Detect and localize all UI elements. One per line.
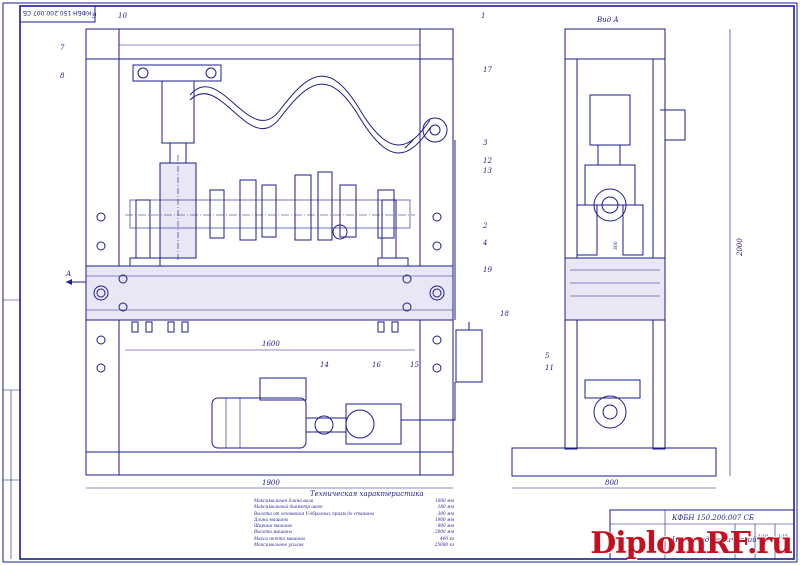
svg-text:5: 5 xyxy=(545,352,550,360)
svg-text:3: 3 xyxy=(483,139,488,147)
tech-row-value: 180 мм xyxy=(437,504,454,510)
svg-text:17: 17 xyxy=(483,66,492,74)
tech-row-label: Высота машины xyxy=(254,529,292,535)
svg-text:19: 19 xyxy=(483,266,492,274)
tech-specs: Техническая характеристика xyxy=(310,490,424,498)
svg-text:1: 1 xyxy=(481,12,485,20)
hydraulic-hose xyxy=(189,75,431,146)
side-motor xyxy=(593,395,627,429)
tech-row: Высота от основания V-образных призм до … xyxy=(254,511,454,517)
tech-row-value: 800 мм xyxy=(437,523,454,529)
callouts-front: 9 10 7 8 1 17 3 12 13 2 4 19 18 14 16 15 xyxy=(60,12,509,369)
svg-text:1900: 1900 xyxy=(262,479,280,487)
base-beam xyxy=(85,451,454,476)
tech-row-label: Максимальный диаметр шеек xyxy=(254,504,323,510)
binding-strip xyxy=(3,299,20,559)
v-prism-left xyxy=(135,199,151,259)
svg-text:7: 7 xyxy=(60,44,65,52)
section-arrow-label: А xyxy=(65,270,71,278)
tech-row-label: Длина машины xyxy=(254,516,289,522)
tech-row-value: 25000 кг xyxy=(434,542,454,548)
tech-row-value: 1900 мм xyxy=(435,516,454,522)
svg-text:11: 11 xyxy=(545,364,554,372)
svg-text:13: 13 xyxy=(483,167,492,175)
tech-row-label: Масса нетто машины xyxy=(254,535,306,541)
svg-text:1600: 1600 xyxy=(262,340,280,348)
svg-text:18: 18 xyxy=(500,310,509,318)
svg-text:1:10: 1:10 xyxy=(758,534,768,540)
tech-row-label: Максимальное усилие xyxy=(254,542,304,548)
crankshaft xyxy=(125,171,415,241)
side-traverse xyxy=(564,257,666,321)
designation-mirrored: КФБН 150.200.007 СБ xyxy=(23,9,91,16)
tech-row: Длина машины 1900 мм xyxy=(254,517,454,523)
tech-row-label: Высота от основания V-образных призм до … xyxy=(254,510,375,516)
tech-row-value: 300 мм xyxy=(437,510,454,516)
drawing-frame xyxy=(19,5,795,560)
front-view: А 1900 1600 xyxy=(65,28,483,489)
watermark: DiplomRF.ru xyxy=(590,526,793,561)
tech-row-value: 2000 мм xyxy=(435,529,454,535)
side-cylinder xyxy=(589,94,631,146)
tech-row: Высота машины 2000 мм xyxy=(254,529,454,535)
svg-text:2: 2 xyxy=(482,222,488,230)
svg-text:4: 4 xyxy=(482,239,487,247)
tech-row-label: Ширина машины xyxy=(254,523,293,529)
svg-text:1:15: 1:15 xyxy=(778,534,788,540)
svg-text:12: 12 xyxy=(483,157,492,165)
svg-text:14: 14 xyxy=(320,361,329,369)
svg-text:16: 16 xyxy=(372,361,381,369)
cylinder-cap xyxy=(132,64,222,82)
title-block: КФБН 150.200.007 СБ Пресс гидравлический… xyxy=(609,509,795,560)
side-view: Вид А 800 2000 300 5 11 xyxy=(511,16,744,489)
tech-row-value: 1600 мм xyxy=(435,498,454,503)
top-beam xyxy=(85,28,454,60)
distributor-valve xyxy=(422,117,448,143)
tech-row: Максимальный диаметр шеек 180 мм xyxy=(254,504,454,510)
tech-heading: Техническая характеристика xyxy=(310,490,424,498)
tech-row-value: 400 кг xyxy=(440,535,454,541)
svg-text:300: 300 xyxy=(613,241,619,250)
bolt-holes xyxy=(93,212,445,373)
right-column xyxy=(419,28,454,476)
tech-row: Максимальная длина вала 1600 мм xyxy=(254,498,454,504)
svg-text:15: 15 xyxy=(410,361,419,369)
svg-text:2000: 2000 xyxy=(736,238,744,257)
view-label: Вид А xyxy=(596,16,619,24)
electric-motor xyxy=(211,377,402,449)
tech-row: Максимальное усилие 25000 кг xyxy=(254,542,454,548)
svg-text:800: 800 xyxy=(605,479,619,487)
svg-text:10: 10 xyxy=(118,12,127,20)
svg-text:9: 9 xyxy=(92,12,97,20)
hydraulic-cylinder xyxy=(161,80,195,144)
svg-text:8: 8 xyxy=(60,72,65,80)
left-column xyxy=(85,28,120,476)
tech-row-label: Максимальная длина вала xyxy=(254,498,314,503)
designation: КФБН 150.200.007 СБ xyxy=(671,514,754,522)
tech-row: Масса нетто машины 400 кг xyxy=(254,536,454,542)
oil-tank xyxy=(455,329,483,383)
side-base xyxy=(511,447,717,477)
tech-row: Ширина машины 800 мм xyxy=(254,523,454,529)
drawing-title: Пресс гидравлический xyxy=(671,536,757,544)
traverse-beam xyxy=(85,265,454,321)
